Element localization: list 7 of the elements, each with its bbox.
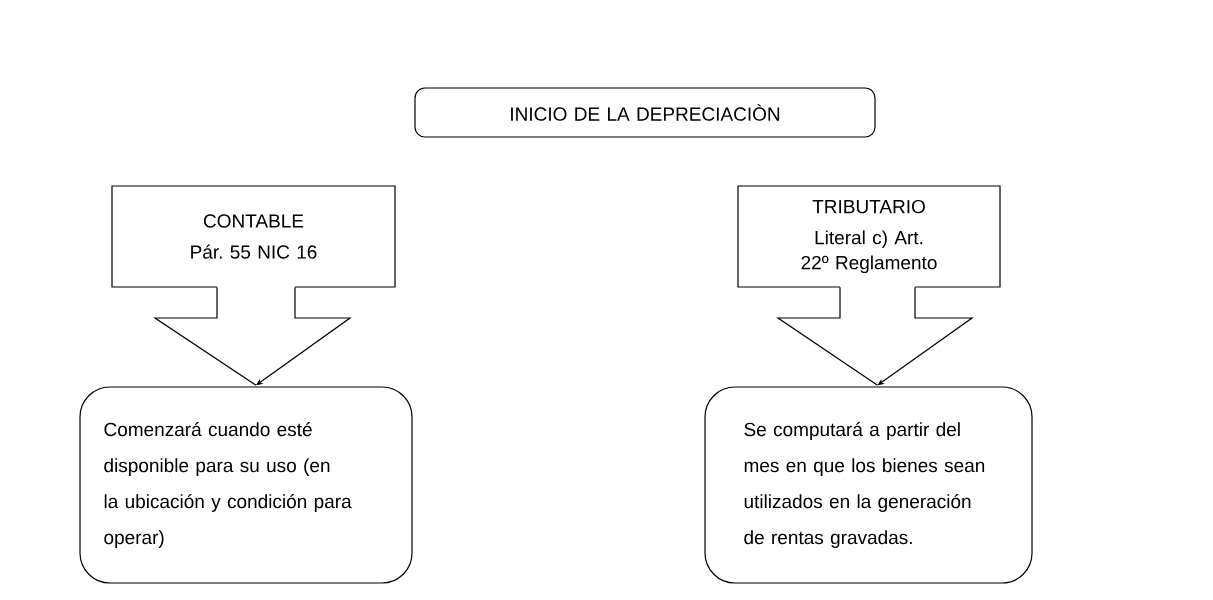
text-box: Se computará a partir del mes en que los bienes sean utilizados en la generación de rentas gravadas. bbox=[704, 386, 1033, 584]
text-box: Comenzará cuando esté disponible para su uso (en la ubicación y condición para operar) bbox=[79, 386, 413, 584]
block-arrow bbox=[153, 286, 352, 386]
callout-box: TRIBUTARIO Literal c) Art. 22º Reglamento bbox=[737, 185, 1001, 288]
block-arrow bbox=[776, 286, 974, 386]
rounded-box: INICIO DE LA DEPRECIACIÒN bbox=[414, 87, 876, 138]
callout-box: CONTABLE Pár. 55 NIC 16 bbox=[111, 185, 396, 288]
